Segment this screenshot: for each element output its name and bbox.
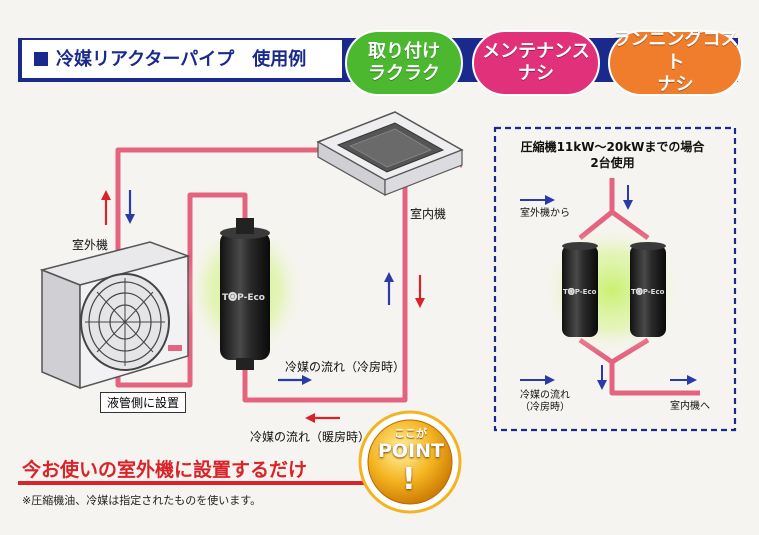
badge-no-maintenance-line2: ナシ xyxy=(517,63,554,84)
page-title: 冷媒リアクターパイプ 使用例 xyxy=(34,45,306,71)
inset-flow-label: 冷媒の流れ（冷房時） xyxy=(520,390,570,414)
arrow-up-red-outdoor xyxy=(101,190,111,225)
point-big-text: POINT xyxy=(378,440,445,462)
device-brand-label: T🅞P-Eco xyxy=(222,293,265,303)
point-medallion xyxy=(358,410,462,514)
inset-arrow-right-flow xyxy=(520,375,555,385)
inset-title-line2: 2台使用 xyxy=(590,155,635,170)
inset-dashed-box xyxy=(493,126,737,432)
inset-title-line1: 圧縮機11kW〜20kWまでの場合 xyxy=(520,140,705,154)
point-exclamation: ! xyxy=(402,462,416,497)
inset-arrow-down-bottom xyxy=(597,365,607,390)
point-small-text: ここが xyxy=(394,427,427,440)
square-bullet-icon xyxy=(34,52,48,66)
arrow-right-blue-cooling xyxy=(278,375,312,385)
badge-no-running-cost-line2: ナシ xyxy=(657,74,694,96)
badge-easy-install-line1: 取り付け xyxy=(368,40,440,62)
outdoor-unit-label: 室外機 xyxy=(72,238,109,252)
arrow-up-blue-indoor xyxy=(384,272,394,305)
bottom-headline: 今お使いの室外機に設置するだけ xyxy=(22,459,308,481)
bottom-underline xyxy=(18,481,388,485)
badge-no-running-cost: ランニングコストナシ xyxy=(608,29,743,96)
badge-no-running-cost-line1: ランニングコスト xyxy=(612,29,739,73)
arrow-down-blue-outdoor xyxy=(125,190,135,224)
inset-from-outdoor-label: 室外機から xyxy=(520,208,570,219)
outdoor-unit-icon xyxy=(39,241,191,390)
badge-easy-install-line2: ラクラク xyxy=(368,63,440,84)
badge-no-maintenance: メンテナンスナシ xyxy=(472,30,600,96)
bottom-note: ※圧縮機油、冷媒は指定されたものを使います。 xyxy=(22,494,262,507)
flow-heating-label: 冷媒の流れ（暖房時） xyxy=(250,430,371,444)
arrow-left-red-heating xyxy=(305,413,340,423)
inset-device-left-brand: T🅞P-Eco xyxy=(563,288,597,296)
inset-arrow-right-from-outdoor xyxy=(520,195,555,205)
inset-arrow-down-top xyxy=(623,185,633,210)
flow-cooling-label: 冷媒の流れ（冷房時） xyxy=(285,360,406,374)
badge-no-maintenance-line1: メンテナンス xyxy=(482,40,590,62)
inset-flow-line2: （冷房時） xyxy=(520,402,570,413)
top-eco-device-icon xyxy=(220,218,270,370)
liquid-side-label: 液管側に設置 xyxy=(100,392,187,413)
header-title-panel xyxy=(22,40,342,78)
inset-device-right-icon xyxy=(630,242,666,337)
inset-arrow-right-to-indoor xyxy=(670,375,697,385)
inset-device-right-brand: T🅞P-Eco xyxy=(631,288,665,296)
arrow-down-red-indoor xyxy=(415,275,425,308)
indoor-unit-icon xyxy=(316,111,464,197)
indoor-unit-label: 室内機 xyxy=(410,207,447,221)
inset-flow-line1: 冷媒の流れ xyxy=(520,390,570,401)
page-title-text: 冷媒リアクターパイプ 使用例 xyxy=(56,49,307,70)
inset-to-indoor-label: 室内機へ xyxy=(670,401,710,412)
inset-device-left-icon xyxy=(562,242,598,337)
badge-easy-install: 取り付けラクラク xyxy=(345,30,463,96)
